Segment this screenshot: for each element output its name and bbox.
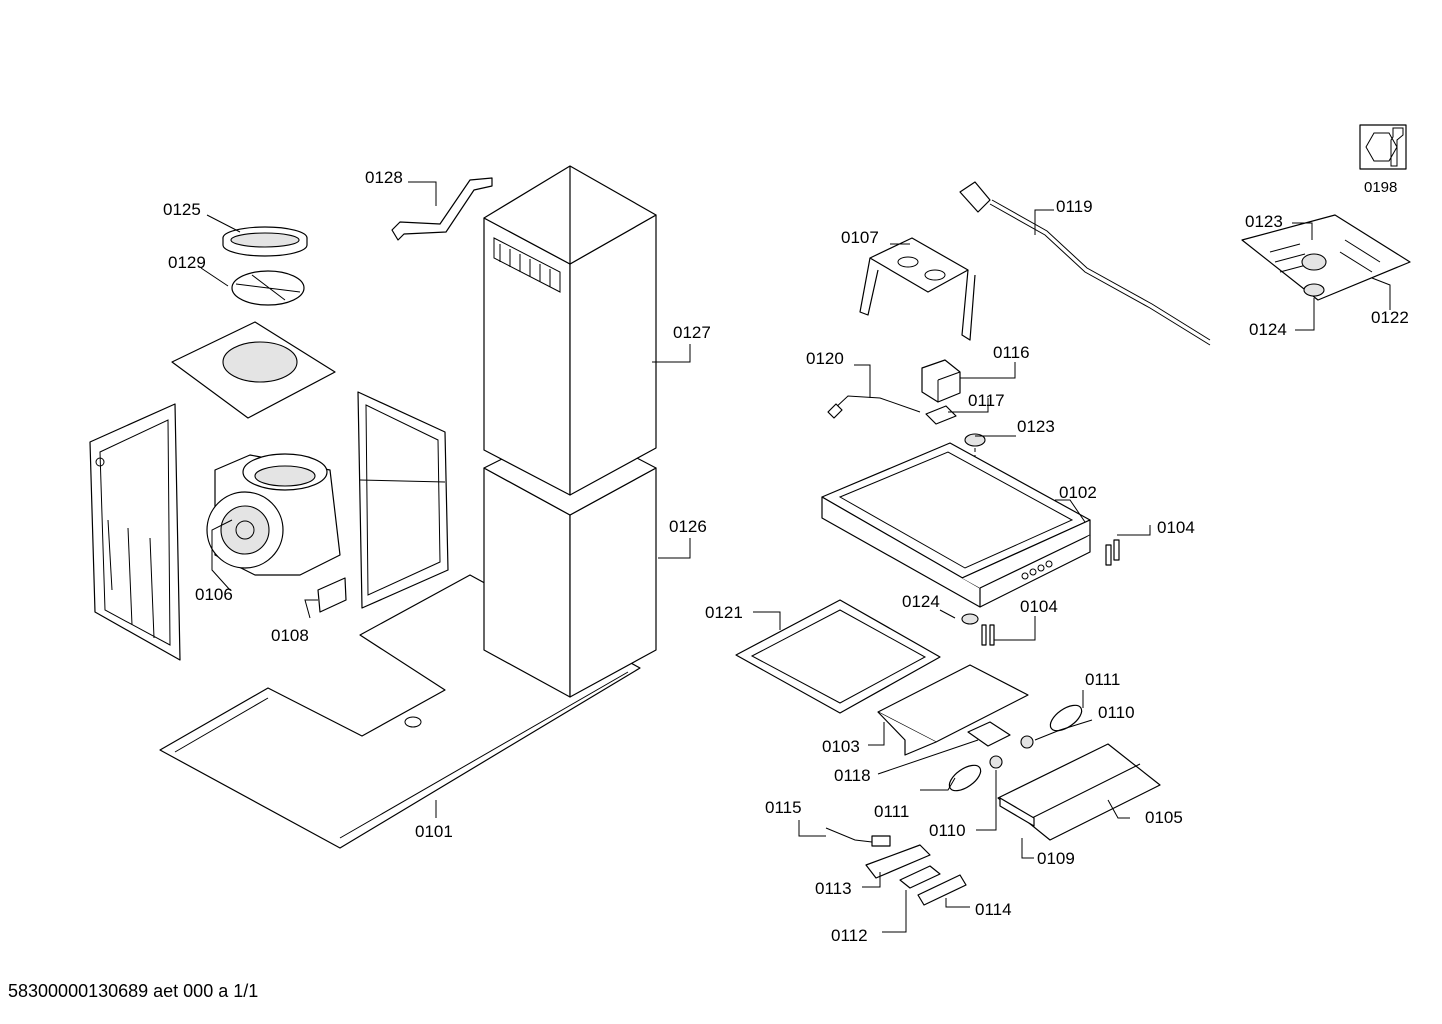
- part-right-casing: [357, 391, 449, 609]
- part-0111-bulb-upper: [1049, 704, 1083, 732]
- part-left-casing: [89, 403, 181, 661]
- part-0118-lamp-holder: [967, 721, 1011, 747]
- label-0116: 0116: [993, 343, 1030, 362]
- part-0121-grease-filter: [735, 599, 941, 714]
- part-0119-power-cable: [959, 181, 1211, 346]
- part-0127-upper-chimney: [483, 165, 657, 496]
- part-0116-capacitor: [921, 359, 961, 403]
- label-0198: 0198: [1364, 179, 1397, 196]
- part-0107-mounting-bracket: [859, 237, 976, 341]
- part-0125-collar: [222, 226, 308, 257]
- label-0124-center: 0124: [902, 592, 940, 611]
- label-0110-upper: 0110: [1098, 703, 1135, 722]
- part-0110-socket-lower: [989, 755, 1003, 769]
- part-0124-knob-kit: [1301, 253, 1327, 297]
- label-0103: 0103: [822, 737, 860, 756]
- part-0102-canopy-housing: [821, 442, 1091, 608]
- part-0111-bulb-lower: [948, 764, 982, 792]
- wrench-nut-icon: [1359, 124, 1407, 170]
- part-0128-bracket: [391, 177, 493, 241]
- label-0105: 0105: [1145, 808, 1183, 827]
- label-0129: 0129: [168, 253, 206, 272]
- label-0113: 0113: [815, 879, 852, 898]
- part-0106-blower: [206, 453, 341, 576]
- label-0118: 0118: [834, 766, 871, 785]
- label-0122: 0122: [1371, 308, 1409, 327]
- part-0104-slider-upper: [1105, 539, 1120, 566]
- part-0120-sensor-wire: [827, 395, 921, 419]
- label-0124-kit: 0124: [1249, 320, 1287, 339]
- label-0112: 0112: [831, 926, 868, 945]
- label-0119: 0119: [1056, 197, 1093, 216]
- label-0127: 0127: [673, 323, 711, 342]
- label-0125: 0125: [163, 200, 201, 219]
- label-0108: 0108: [271, 626, 309, 645]
- part-top-plate: [171, 321, 336, 419]
- label-0123-kit: 0123: [1245, 212, 1283, 231]
- label-0114: 0114: [975, 900, 1012, 919]
- part-0104-slider-lower: [981, 624, 995, 646]
- label-0101: 0101: [415, 822, 453, 841]
- leader-lines: [200, 181, 1391, 933]
- label-0107: 0107: [841, 228, 879, 247]
- part-0109-lamp-diffuser: [999, 797, 1035, 827]
- label-0111-upper: 0111: [1085, 670, 1120, 689]
- part-0112-switch: [899, 865, 941, 889]
- part-0115-wire-harness: [825, 827, 891, 847]
- part-0108-cover: [317, 577, 347, 613]
- label-0104-lower: 0104: [1020, 597, 1058, 616]
- label-0102: 0102: [1059, 483, 1097, 502]
- label-0123-center: 0123: [1017, 417, 1055, 436]
- document-id-footer: 58300000130689 aet 000 a 1/1: [8, 981, 259, 1001]
- label-0117: 0117: [968, 391, 1005, 410]
- label-0106: 0106: [195, 585, 233, 604]
- label-0121: 0121: [705, 603, 743, 622]
- part-0105-light-cover: [997, 743, 1161, 841]
- part-0113-switch-housing: [865, 844, 931, 879]
- label-0109: 0109: [1037, 849, 1075, 868]
- label-0110-lower: 0110: [929, 821, 966, 840]
- part-0129-backflow-ring: [231, 270, 305, 306]
- label-0126: 0126: [669, 517, 707, 536]
- label-0104-upper: 0104: [1157, 518, 1195, 537]
- callout-labels: 0125 0129 0106 0108 0128 0127 0126 0101 …: [163, 168, 1409, 945]
- part-0124-knob-lower: [961, 613, 979, 625]
- label-0111-lower: 0111: [874, 802, 909, 821]
- part-0110-socket-upper: [1020, 735, 1034, 749]
- label-0128: 0128: [365, 168, 403, 187]
- part-0117-clip: [925, 405, 957, 425]
- label-0120: 0120: [806, 349, 844, 368]
- part-0103-tray: [877, 664, 1029, 756]
- label-0115: 0115: [765, 798, 802, 817]
- part-0114-button-panel: [917, 874, 967, 906]
